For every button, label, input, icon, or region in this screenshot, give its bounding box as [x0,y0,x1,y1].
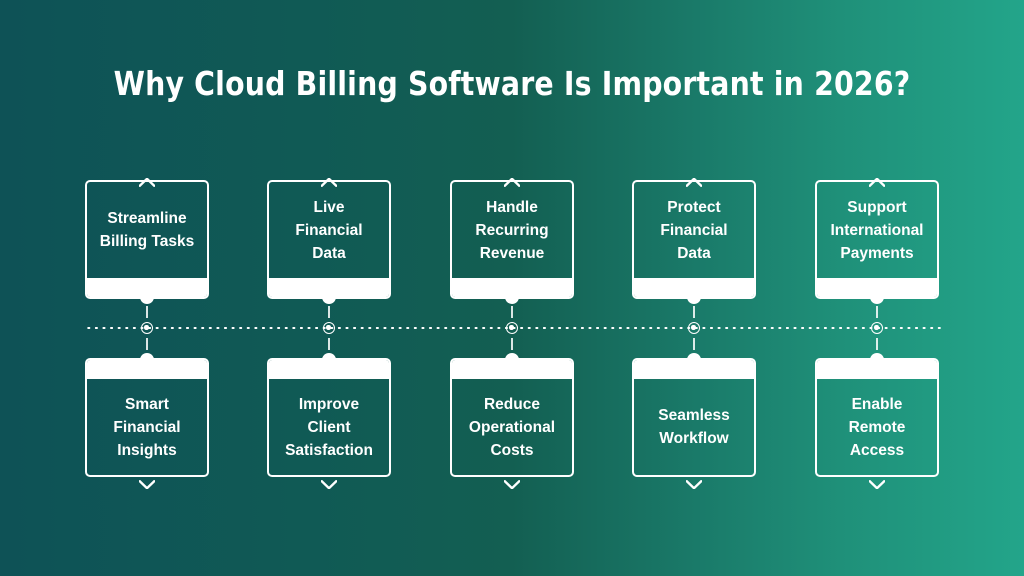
chevron-up-icon [685,174,703,187]
connector-knob [322,353,336,361]
chevron-up-icon [320,174,338,187]
card-band [817,360,937,379]
connector-knob [140,296,154,304]
card-band [269,278,389,297]
connector-knob [870,296,884,304]
card-band [634,360,754,379]
card-band [452,278,572,297]
connector-line [511,306,513,318]
chevron-down-icon [685,476,703,489]
chevron-down-icon [503,476,521,489]
connector-knob [505,296,519,304]
chevron-up-icon [503,174,521,187]
card-band [269,360,389,379]
connector-knob [687,296,701,304]
connector-knob [687,353,701,361]
connector-line [693,306,695,318]
timeline-node-icon [688,322,700,334]
chevron-up-icon [138,174,156,187]
card-band [634,278,754,297]
connector-line [328,306,330,318]
card-band [87,360,207,379]
chevron-down-icon [320,476,338,489]
chevron-down-icon [138,476,156,489]
connector-knob [322,296,336,304]
timeline-node-icon [323,322,335,334]
timeline-node-icon [871,322,883,334]
card-band [87,278,207,297]
connector-line [146,338,148,350]
timeline-node-icon [506,322,518,334]
card-band [817,278,937,297]
connector-line [511,338,513,350]
connector-line [328,338,330,350]
connector-line [693,338,695,350]
connector-knob [870,353,884,361]
card-band [452,360,572,379]
chevron-down-icon [868,476,886,489]
timeline-node-icon [141,322,153,334]
page-title: Why Cloud Billing Software Is Important … [113,64,911,103]
chevron-up-icon [868,174,886,187]
connector-knob [505,353,519,361]
connector-line [876,338,878,350]
connector-line [146,306,148,318]
connector-knob [140,353,154,361]
connector-line [876,306,878,318]
